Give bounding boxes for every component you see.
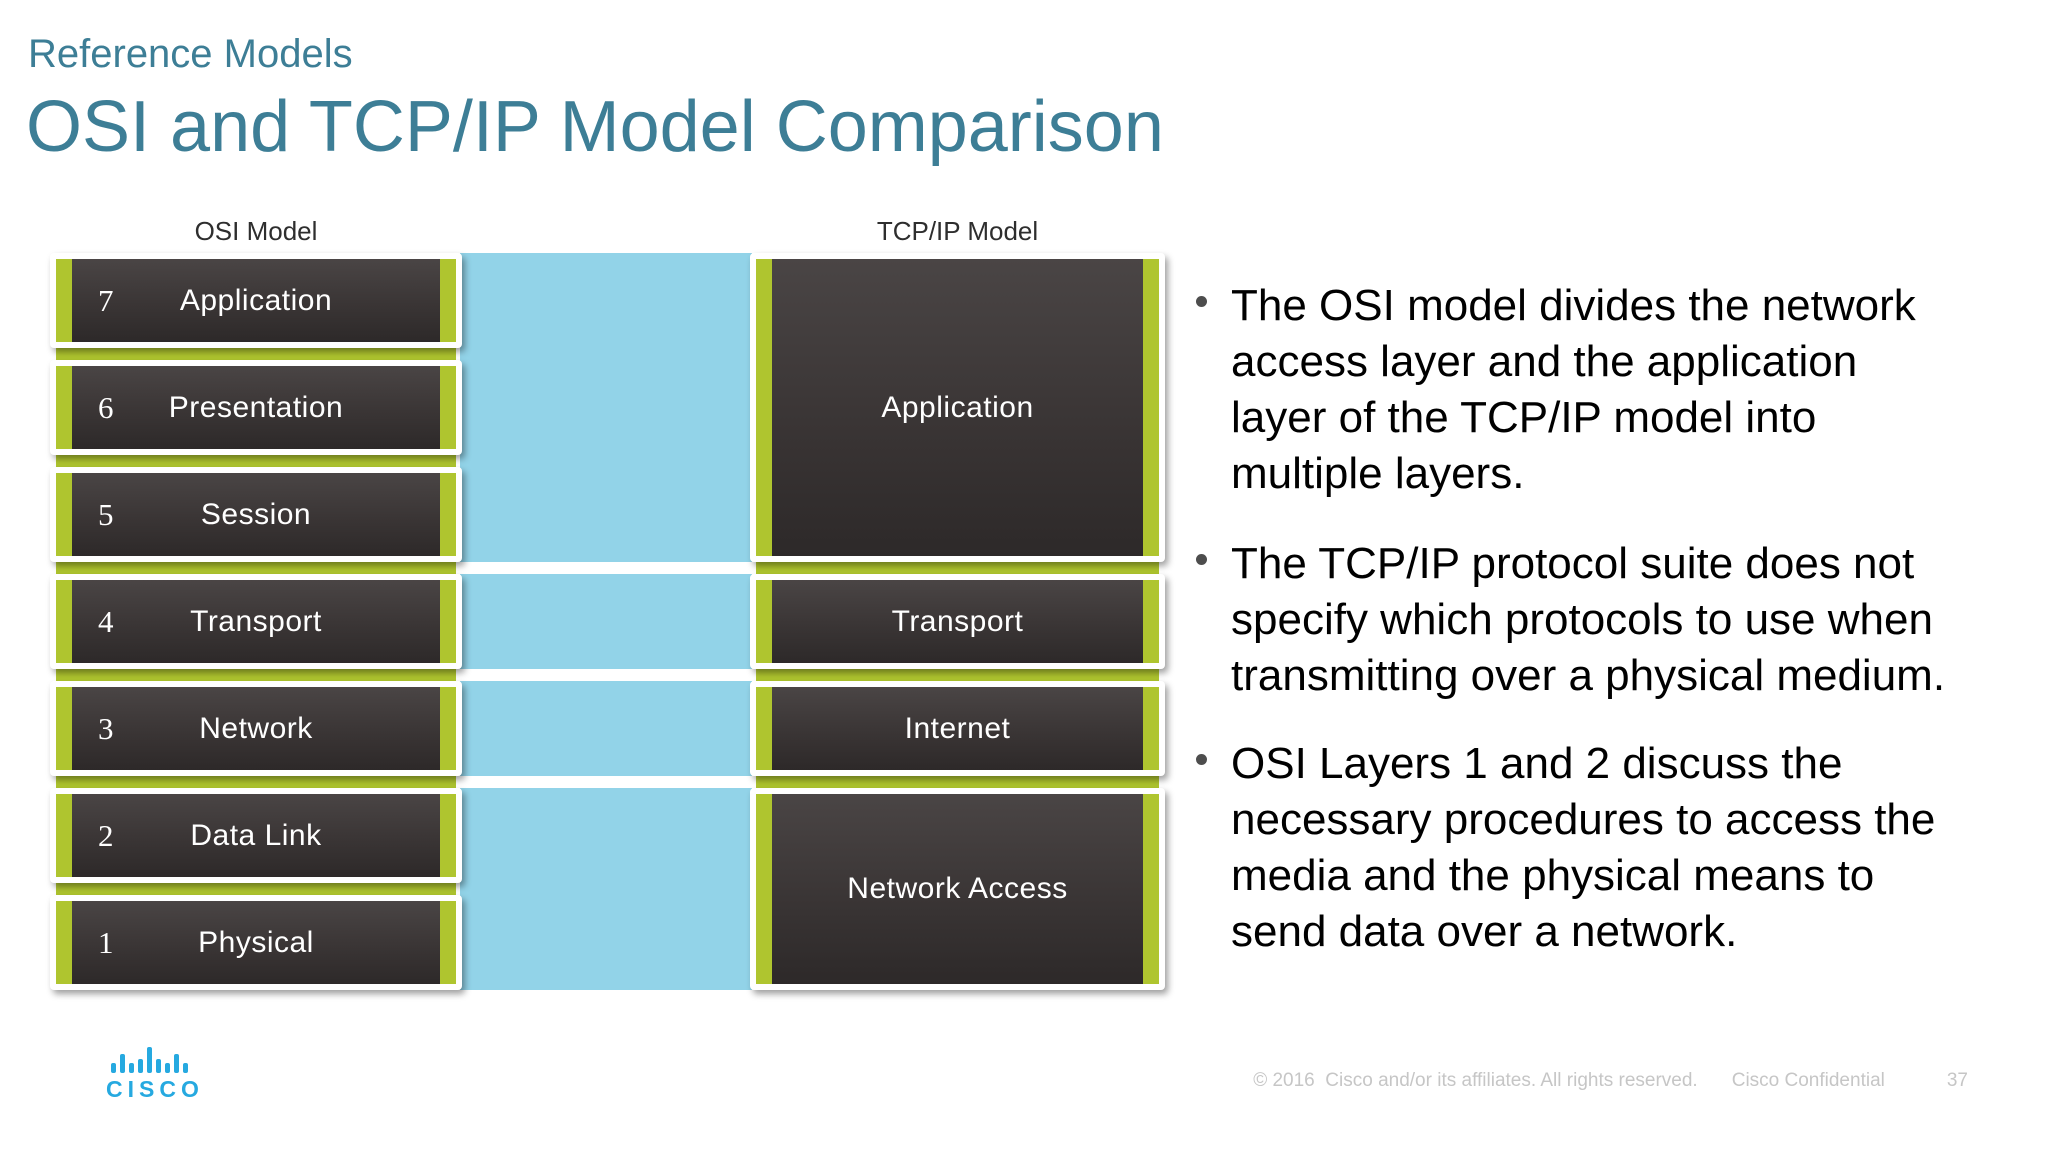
layer-box-face: 5 Session xyxy=(72,473,440,556)
tcpip-layer-internet: Internet xyxy=(750,681,1165,776)
layer-box-face: Application xyxy=(772,259,1143,556)
layer-box-face: 7 Application xyxy=(72,259,440,342)
cisco-logo: CISCO xyxy=(106,1046,204,1103)
osi-layer-physical: 1 Physical xyxy=(50,895,462,990)
tcpip-column-label: TCP/IP Model xyxy=(876,216,1039,246)
bullet-item: The OSI model divides the network access… xyxy=(1196,278,2026,502)
osi-layer-network: 3 Network xyxy=(50,681,462,776)
layer-number: 7 xyxy=(98,282,114,318)
layer-name: Physical xyxy=(198,925,314,959)
blue-band-segment-internet xyxy=(460,681,752,776)
footer-copyright: © 2016 Cisco and/or its affiliates. All … xyxy=(1253,1070,1698,1091)
bullet-marker xyxy=(1196,554,1207,565)
bullet-item: OSI Layers 1 and 2 discuss the necessary… xyxy=(1196,736,2026,960)
bullet-text: The TCP/IP protocol suite does not speci… xyxy=(1231,539,1946,700)
bullet-marker xyxy=(1196,296,1207,307)
layer-box-face: Transport xyxy=(772,580,1143,663)
layer-box-face: 1 Physical xyxy=(72,901,440,984)
layer-name: Network xyxy=(199,711,313,745)
osi-layer-transport: 4 Transport xyxy=(50,574,462,669)
layer-number: 4 xyxy=(98,603,114,639)
layer-number: 6 xyxy=(98,389,114,425)
bullet-text: The OSI model divides the network access… xyxy=(1231,281,1916,498)
layer-number: 1 xyxy=(98,924,114,960)
layer-number: 5 xyxy=(98,496,114,532)
tcpip-layer-application: Application xyxy=(750,253,1165,562)
osi-layer-data-link: 2 Data Link xyxy=(50,788,462,883)
layer-name: Session xyxy=(200,497,312,531)
layer-name: Transport xyxy=(891,604,1024,638)
layer-box-face: 4 Transport xyxy=(72,580,440,663)
tcpip-layer-network-access: Network Access xyxy=(750,788,1165,990)
footer-confidential: Cisco Confidential xyxy=(1731,1070,1885,1091)
blue-band-segment-application xyxy=(460,253,752,562)
cisco-bridge-icon xyxy=(106,1046,192,1073)
layer-box-face: Network Access xyxy=(772,794,1143,984)
layer-box-face: Internet xyxy=(772,687,1143,770)
layer-name: Data Link xyxy=(190,818,322,852)
pretitle: Reference Models xyxy=(28,32,353,76)
blue-band-segment-transport xyxy=(460,574,752,669)
page-title: OSI and TCP/IP Model Comparison xyxy=(26,87,1164,167)
layer-box-face: 3 Network xyxy=(72,687,440,770)
layer-number: 2 xyxy=(98,817,114,853)
osi-column-label: OSI Model xyxy=(194,216,318,246)
tcpip-layer-transport: Transport xyxy=(750,574,1165,669)
osi-layer-application: 7 Application xyxy=(50,253,462,348)
layer-name: Application xyxy=(881,390,1034,424)
layer-name: Presentation xyxy=(168,390,344,424)
bullet-item: The TCP/IP protocol suite does not speci… xyxy=(1196,536,2026,704)
osi-layer-presentation: 6 Presentation xyxy=(50,360,462,455)
blue-band-segment-network-access xyxy=(460,788,752,990)
layer-name: Application xyxy=(179,283,333,317)
osi-layer-session: 5 Session xyxy=(50,467,462,562)
layer-box-face: 2 Data Link xyxy=(72,794,440,877)
cisco-logo-text: CISCO xyxy=(106,1076,204,1102)
layer-box-face: 6 Presentation xyxy=(72,366,440,449)
layer-name: Network Access xyxy=(847,872,1068,905)
layer-name: Internet xyxy=(904,711,1011,745)
bullet-marker xyxy=(1196,754,1207,765)
page-number: 37 xyxy=(1946,1070,1968,1091)
bullet-text: OSI Layers 1 and 2 discuss the necessary… xyxy=(1231,739,1936,956)
layer-number: 3 xyxy=(98,710,114,746)
layer-name: Transport xyxy=(190,604,322,638)
footer: © 2016 Cisco and/or its affiliates. All … xyxy=(1253,1070,1968,1092)
